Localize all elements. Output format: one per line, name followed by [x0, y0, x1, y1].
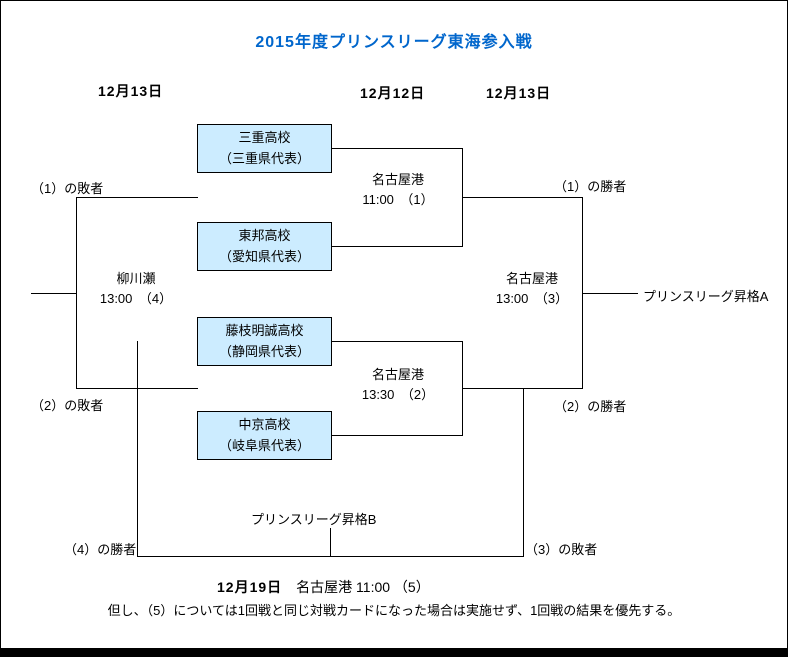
bracket-line-m2-winner [462, 388, 582, 389]
page-title: 2015年度プリンスリーグ東海参入戦 [255, 34, 533, 51]
team-name: 三重高校 [238, 129, 291, 145]
match-1-time: 11:00 （1） [362, 192, 434, 208]
label-loser-2: （2）の敗者 [31, 398, 104, 413]
team-prefecture: （三重県代表） [218, 150, 310, 166]
match-1-venue: 名古屋港 [371, 172, 424, 187]
match-3-venue: 名古屋港 [505, 271, 558, 286]
team-prefecture: （愛知県代表） [218, 248, 310, 264]
promotion-a-label: プリンスリーグ昇格A [643, 289, 769, 304]
team-box-mie: 三重高校 （三重県代表） [197, 124, 332, 173]
team-name: 中京高校 [238, 416, 291, 432]
team-name: 東邦高校 [238, 227, 291, 243]
bottom-border-bar [1, 648, 787, 656]
date-header-right: 12月13日 [486, 85, 552, 101]
label-winner-4: （4）の勝者 [64, 542, 137, 557]
bracket-line-m4-spine [76, 197, 77, 389]
bracket-line-m5-right-drop [523, 388, 524, 557]
match-4-venue: 柳川瀬 [116, 271, 156, 286]
bracket-line-m3-winner [582, 293, 638, 294]
bracket-line-m2-top [332, 341, 462, 342]
match-2-time: 13:30 （2） [361, 387, 435, 403]
bracket-line-m1-winner [462, 197, 582, 198]
match-1-label: 名古屋港 11:00 （1） [334, 170, 462, 210]
bracket-line-m4-winner [31, 293, 76, 294]
label-loser-3: （3）の敗者 [525, 542, 598, 557]
match-5-detail: 名古屋港 11:00 （5） [282, 579, 430, 595]
bracket-line-m4-top [76, 197, 198, 198]
match-3-time: 13:00 （3） [495, 291, 569, 307]
label-winner-1: （1）の勝者 [554, 179, 627, 194]
team-prefecture: （岐阜県代表） [218, 437, 310, 453]
label-winner-2: （2）の勝者 [554, 399, 627, 414]
match-5-info: 12月19日 名古屋港 11:00 （5） [217, 577, 430, 597]
match-2-label: 名古屋港 13:30 （2） [334, 365, 462, 405]
match-4-label: 柳川瀬 13:00 （4） [84, 269, 188, 309]
team-prefecture: （静岡県代表） [218, 343, 310, 359]
match-4-time: 13:00 （4） [99, 291, 173, 307]
bracket-line-m1-bottom [332, 246, 462, 247]
team-box-chukyo: 中京高校 （岐阜県代表） [197, 411, 332, 460]
team-box-toho: 東邦高校 （愛知県代表） [197, 222, 332, 271]
footnote-text: 但し、（5）については1回戦と同じ対戦カードになった場合は実施せず、1回戦の結果… [107, 603, 681, 618]
team-box-fujieda-meisei: 藤枝明誠高校 （静岡県代表） [197, 317, 332, 366]
bracket-line-m5-bottom [137, 556, 524, 557]
bracket-line-m2-bottom [332, 435, 462, 436]
bracket-line-m5-center-tick [330, 528, 331, 556]
promotion-b-label: プリンスリーグ昇格B [251, 512, 377, 527]
label-loser-1: （1）の敗者 [31, 181, 104, 196]
bracket-line-m5-left-drop [137, 341, 138, 557]
match-3-label: 名古屋港 13:00 （3） [480, 269, 584, 309]
bracket-line-m1-top [332, 148, 462, 149]
team-name: 藤枝明誠高校 [225, 322, 304, 338]
match-5-date: 12月19日 [217, 579, 283, 595]
date-header-middle: 12月12日 [360, 85, 426, 101]
date-header-left: 12月13日 [98, 83, 164, 99]
match-2-venue: 名古屋港 [371, 367, 424, 382]
